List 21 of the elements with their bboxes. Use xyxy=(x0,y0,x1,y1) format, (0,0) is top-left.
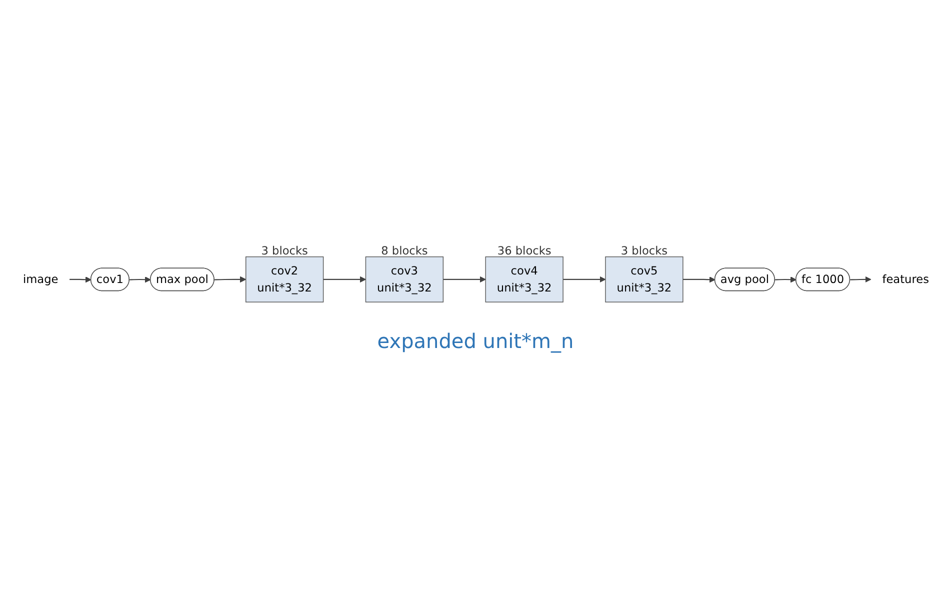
note-text: expanded unit*m_n xyxy=(377,329,574,354)
arrow xyxy=(682,276,715,282)
node-box xyxy=(245,256,324,302)
node-box xyxy=(364,256,444,302)
node-label: 36 blocks xyxy=(496,244,551,258)
node-label: 3 blocks xyxy=(260,244,308,258)
node-label: 3 blocks xyxy=(620,244,668,258)
node-box xyxy=(604,256,683,302)
arrow xyxy=(214,276,246,282)
flowchart: 3 blocks 8 blocks 36 blocks 3 blocks image cov1 max pool cov2 unit*3_32 cov3 unit*3_32 cov4 unit*3_32 cov5 unit*3_32 avg pool fc 1000 features xyxy=(6,236,946,322)
arrow xyxy=(322,276,366,282)
node-label: 8 blocks xyxy=(380,244,428,258)
node-box xyxy=(484,256,563,302)
arrow xyxy=(128,276,150,282)
arrow xyxy=(442,276,486,282)
arrow xyxy=(562,276,606,282)
arrow xyxy=(850,276,871,282)
arrow xyxy=(774,276,796,282)
arrow xyxy=(69,276,91,282)
node-text: features xyxy=(882,272,928,286)
node-text: image xyxy=(22,272,58,286)
